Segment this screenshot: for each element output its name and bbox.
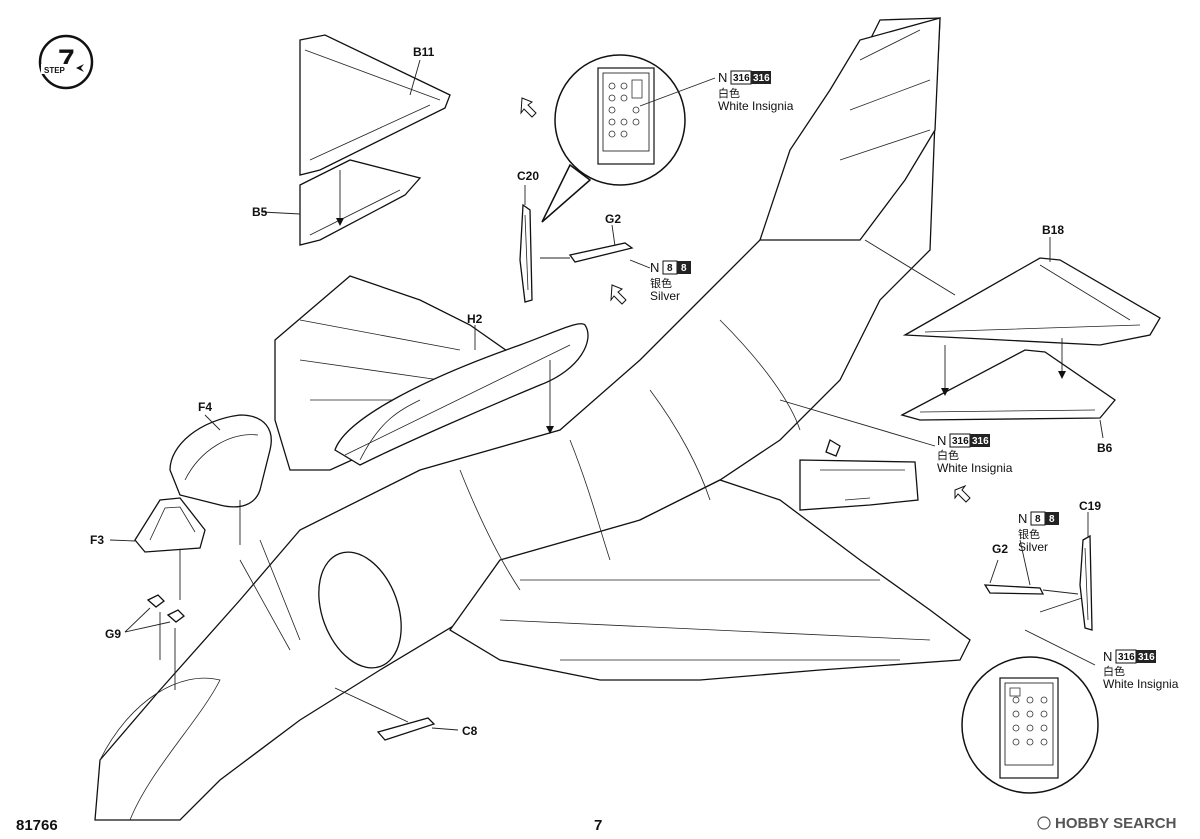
paint-name-jp: 白色 <box>937 448 959 462</box>
c8-part <box>334 687 459 741</box>
paint-code-b: 316 <box>1138 652 1155 663</box>
paint-code-a: 8 <box>667 263 673 274</box>
aircraft-fuselage <box>94 17 971 821</box>
label-f4: F4 <box>198 400 212 414</box>
label-b6: B6 <box>1097 441 1113 455</box>
arrow-icon <box>954 484 971 503</box>
tailplane-right <box>864 237 1161 439</box>
step-label: STEP <box>44 66 66 75</box>
label-c19: C19 <box>1079 499 1101 513</box>
label-h2: H2 <box>467 312 483 326</box>
paint-name-en: Silver <box>650 289 680 303</box>
paint-name-en: White Insignia <box>718 99 794 113</box>
canopy-h2 <box>334 323 589 466</box>
seat-parts-right <box>983 512 1093 631</box>
cockpit-panel-insert <box>779 399 936 511</box>
direction-arrows <box>520 97 971 503</box>
seat-parts-left <box>519 185 651 303</box>
windscreen-parts <box>109 414 272 600</box>
paint-callout-silver-1: N 8 8 银色 Silver <box>650 260 691 303</box>
watermark-logo-icon <box>1037 816 1051 830</box>
paint-callout-white-3: N 316 316 白色 White Insignia <box>1103 649 1179 691</box>
paint-code-a: 316 <box>733 73 750 84</box>
label-g9: G9 <box>105 627 121 641</box>
arrow-icon <box>610 284 627 305</box>
paint-code-b: 8 <box>1049 514 1055 525</box>
watermark: HOBBY SEARCH <box>1037 815 1176 832</box>
paint-name-jp: 白色 <box>718 86 740 100</box>
tailplane-top-left <box>261 34 451 246</box>
kit-number: 81766 <box>16 817 58 834</box>
paint-callout-white-2: N 316 316 白色 White Insignia <box>937 433 1013 475</box>
page-number: 7 <box>594 817 602 834</box>
arrow-icon <box>520 97 537 118</box>
paint-code-b: 316 <box>753 73 770 84</box>
label-f3: F3 <box>90 533 104 547</box>
paint-letter: N <box>937 433 946 448</box>
label-b5: B5 <box>252 205 268 219</box>
paint-callout-silver-2: N 8 8 银色 Silver <box>1018 511 1059 554</box>
paint-name-jp: 银色 <box>650 276 672 290</box>
paint-letter: N <box>1103 649 1112 664</box>
paint-letter: N <box>1018 511 1027 526</box>
watermark-text: HOBBY SEARCH <box>1055 815 1176 832</box>
label-c20: C20 <box>517 169 539 183</box>
arrow-icon <box>76 64 84 72</box>
label-g2-right: G2 <box>992 542 1008 556</box>
paint-name-jp: 银色 <box>1018 527 1040 541</box>
paint-name-en: White Insignia <box>1103 677 1179 691</box>
label-b18: B18 <box>1042 223 1064 237</box>
paint-code-a: 316 <box>952 436 969 447</box>
paint-name-jp: 白色 <box>1103 664 1125 678</box>
g9-parts <box>124 594 185 690</box>
paint-code-a: 316 <box>1118 652 1135 663</box>
paint-letter: N <box>718 70 727 85</box>
step-badge: 7 STEP <box>38 34 94 90</box>
label-c8: C8 <box>462 724 478 738</box>
label-g2-top: G2 <box>605 212 621 226</box>
paint-letter: N <box>650 260 659 275</box>
paint-code-b: 316 <box>972 436 989 447</box>
paint-code-b: 8 <box>681 263 687 274</box>
label-b11: B11 <box>413 45 435 59</box>
paint-name-en: White Insignia <box>937 461 1013 475</box>
paint-callout-white-1: N 316 316 白色 White Insignia <box>718 70 794 113</box>
inset-top <box>541 54 716 223</box>
inset-bottom <box>961 597 1099 794</box>
paint-code-a: 8 <box>1035 514 1041 525</box>
paint-name-en: Silver <box>1018 540 1048 554</box>
